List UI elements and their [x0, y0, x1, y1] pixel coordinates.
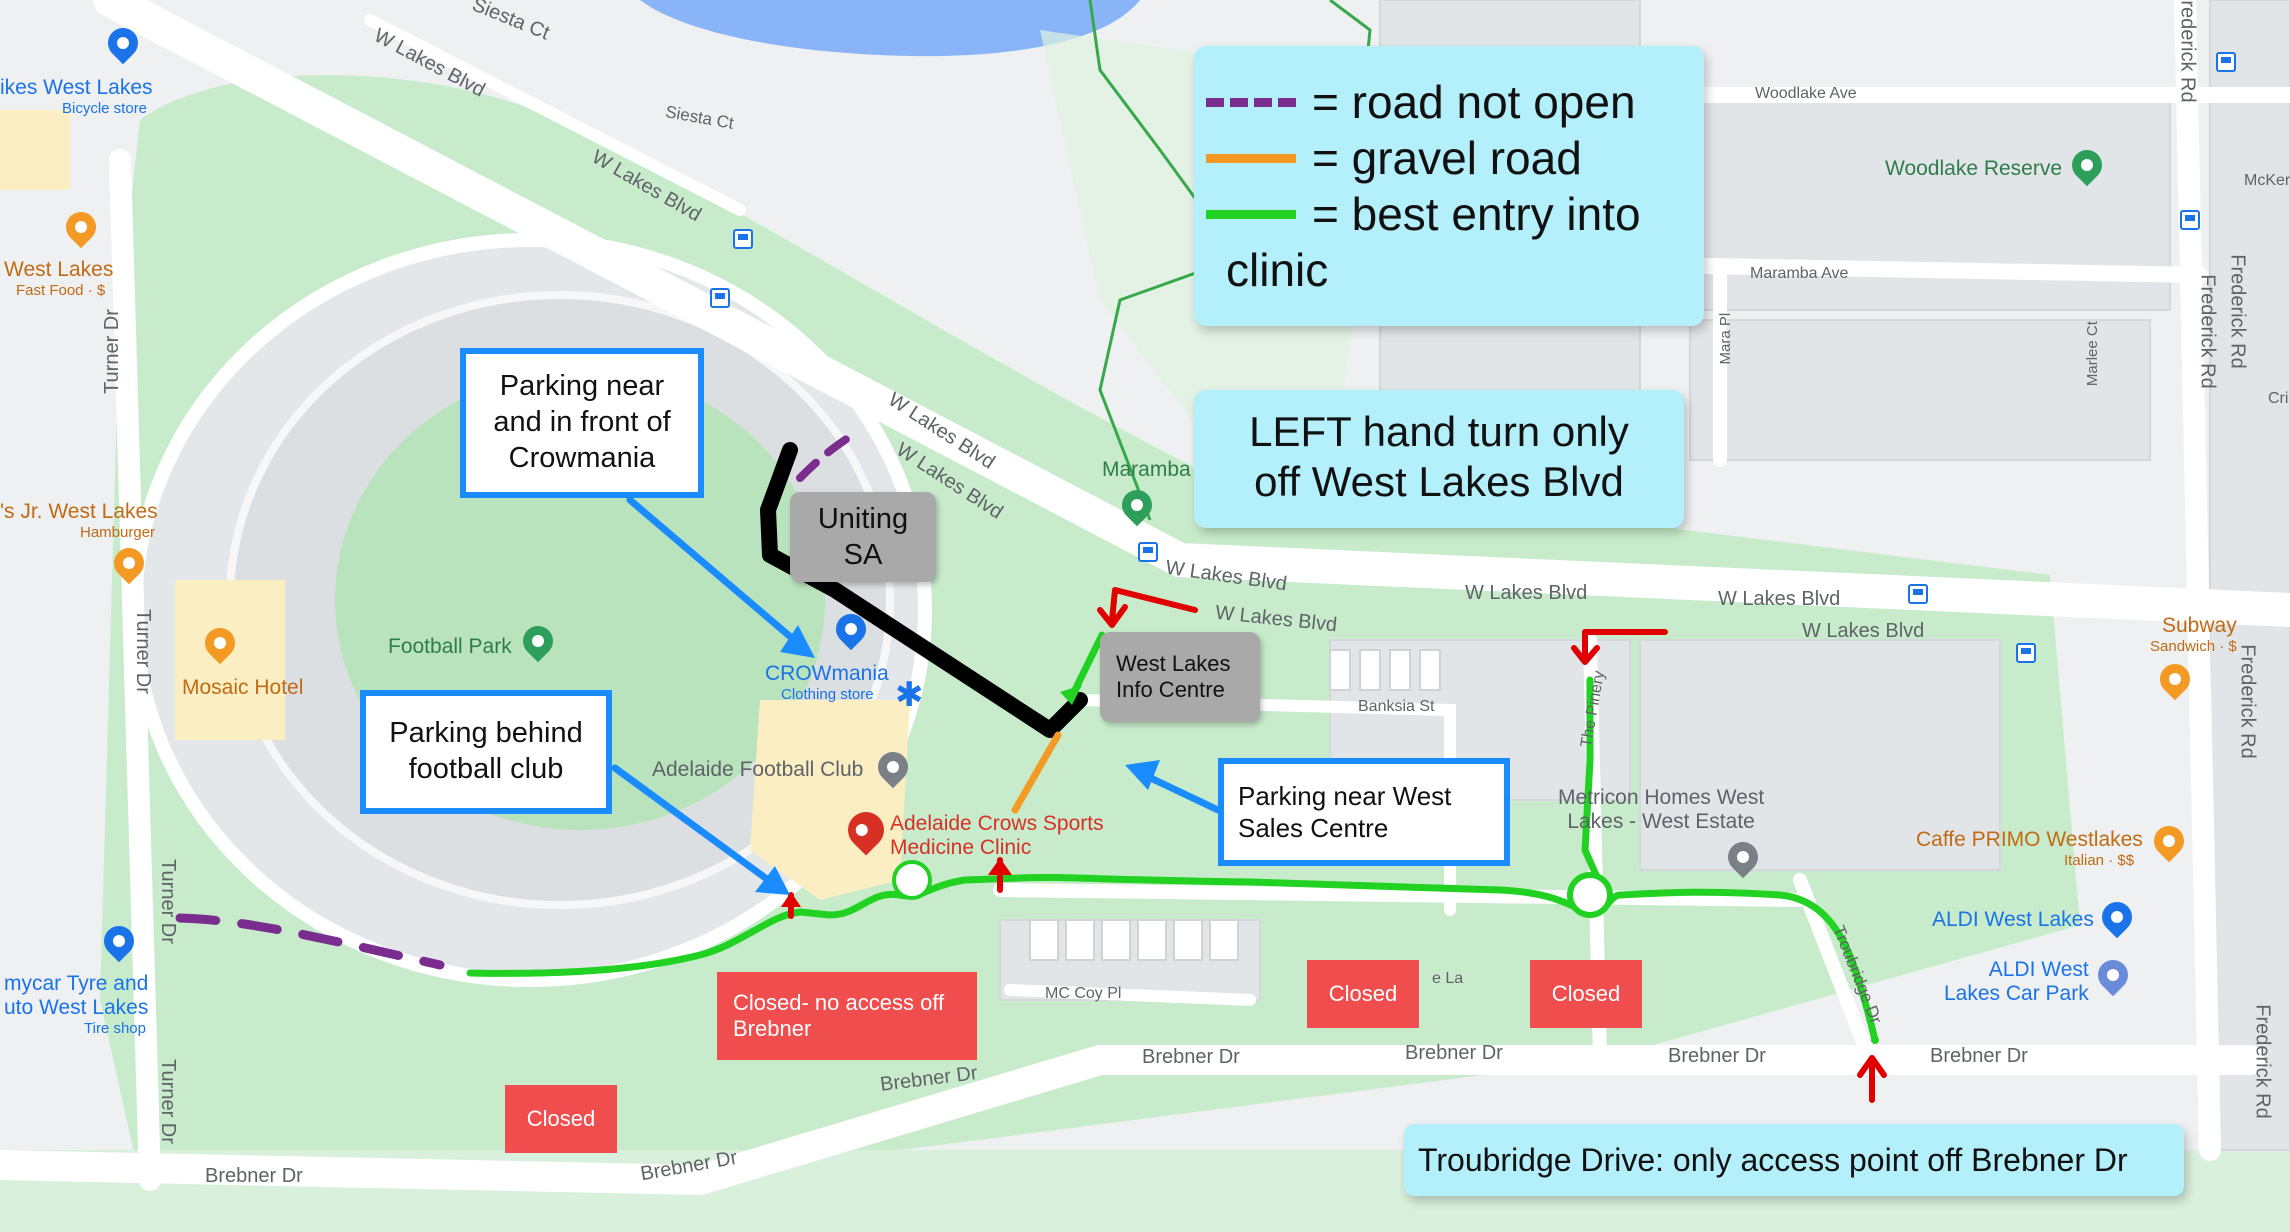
- road-label-mc-coy-pl: MC Coy Pl: [1045, 985, 1122, 1002]
- orange-line-icon: [1206, 153, 1296, 163]
- bus-stop-icon[interactable]: [2216, 52, 2236, 72]
- road-label-frederick-rd-1: rederick Rd: [2176, 0, 2199, 103]
- arrow-left-turn: [1109, 587, 1198, 623]
- bus-stop-icon[interactable]: [1908, 584, 1928, 604]
- bus-stop-icon[interactable]: [1138, 542, 1158, 562]
- bike-store-building: [0, 110, 70, 190]
- bus-stop-icon[interactable]: [2016, 643, 2036, 663]
- road-label-cri: Cri: [2268, 390, 2289, 407]
- road-label-brebner-dr-6: Brebner Dr: [1668, 1045, 1766, 1067]
- left-turn-notice: LEFT hand turn only off West Lakes Blvd: [1194, 390, 1684, 528]
- road-label-woodlake-ave: Woodlake Ave: [1755, 85, 1857, 102]
- road-label-maramba-ave: Maramba Ave: [1750, 265, 1849, 282]
- roundabout-1: [892, 860, 932, 900]
- roundabout-2: [1567, 872, 1613, 918]
- bus-stop-icon[interactable]: [710, 288, 730, 308]
- mosaic-building: [175, 580, 285, 740]
- road-label-w-lakes-blvd-7: W Lakes Blvd: [1465, 582, 1588, 604]
- road-label-frederick-rd-5: Frederick Rd: [2251, 1004, 2274, 1119]
- bus-stop-icon[interactable]: [733, 229, 753, 249]
- lake: [640, 0, 1140, 57]
- road-label-mara-pl: Mara Pl: [1717, 312, 1735, 365]
- arrow-behind-club: [611, 764, 779, 889]
- arrow-left-turn-head: [1097, 604, 1128, 628]
- road-label-frederick-rd-4: Frederick Rd: [2236, 644, 2259, 759]
- road-label-turner-dr-2: Turner Dr: [131, 609, 154, 694]
- legend-item-best-entry: = best entry into: [1200, 186, 1704, 242]
- road-label-turner-dr-4: Turner Dr: [156, 1059, 179, 1144]
- star-icon: ✱: [895, 676, 924, 714]
- place-adelaide-football-club[interactable]: Adelaide Football Club: [652, 758, 864, 781]
- road-label-brebner-dr-7: Brebner Dr: [1930, 1045, 2028, 1067]
- arrow-behind-club-head: [755, 866, 790, 895]
- arrow-pinery: [1582, 629, 1668, 663]
- entry-route-pinery: [1581, 676, 1609, 899]
- road-label-brebner-dr-4: Brebner Dr: [1142, 1046, 1240, 1068]
- road-label-marlee-ct: Marlee Ct: [2083, 321, 2101, 387]
- road-label-mcker: McKer: [2244, 172, 2290, 189]
- road-label-frederick-rd-3: Frederick Rd: [2226, 254, 2249, 369]
- road-label-brebner-dr-5: Brebner Dr: [1405, 1042, 1503, 1064]
- legend-item-road-not-open: = road not open: [1200, 74, 1704, 130]
- closed-label-3: Closed: [1530, 960, 1642, 1028]
- entry-route: [466, 873, 1879, 1044]
- road-label-w-lakes-blvd-8: W Lakes Blvd: [1718, 588, 1841, 610]
- arrow-up-1-head: [781, 892, 801, 907]
- bus-stop-icon[interactable]: [2180, 210, 2200, 230]
- place-football-park[interactable]: Football Park: [388, 635, 512, 658]
- legend-box: = road not open = gravel road = best ent…: [1194, 46, 1704, 326]
- road-label-w-lakes-blvd-9: W Lakes Blvd: [1802, 620, 1925, 642]
- road-label-banksia-st: Banksia St: [1358, 698, 1435, 715]
- arrow-up-3-head: [1857, 1055, 1887, 1078]
- gravel-road: [1011, 731, 1062, 814]
- roundabout-3: [1871, 1036, 1879, 1044]
- entry-route-info: [1071, 631, 1106, 694]
- road-label-turner-dr-3: Turner Dr: [156, 859, 179, 944]
- arrow-crowmania: [626, 496, 804, 649]
- place-mosaic-hotel[interactable]: Mosaic Hotel: [182, 676, 304, 699]
- troubridge-notice: Troubridge Drive: only access point off …: [1404, 1124, 2184, 1196]
- road-label-turner-dr-1: Turner Dr: [100, 309, 123, 394]
- road-not-open-1: [175, 913, 445, 970]
- arrow-pinery-head: [1571, 645, 1600, 665]
- place-aldi-west-lakes[interactable]: ALDI West Lakes: [1932, 908, 2094, 931]
- closed-label-2: Closed: [1307, 960, 1419, 1028]
- road-not-open-2: [796, 434, 852, 482]
- place-woodlake-reserve[interactable]: Woodlake Reserve: [1885, 157, 2063, 180]
- arrow-west-sales-head: [1125, 760, 1160, 790]
- place-maramba[interactable]: Maramba: [1102, 458, 1191, 481]
- closed-label-1: Closed: [505, 1085, 617, 1153]
- road-label-la: e La: [1432, 970, 1464, 987]
- road-label-brebner-dr-1: Brebner Dr: [205, 1165, 303, 1187]
- arrow-info-centre-head: [1060, 685, 1082, 705]
- green-line-icon: [1206, 209, 1296, 219]
- road-label-frederick-rd-2: Frederick Rd: [2196, 274, 2219, 389]
- arrow-up-2-head: [988, 858, 1012, 875]
- arrow-crowmania-head: [780, 625, 815, 658]
- legend-continuation: clinic: [1226, 244, 1329, 296]
- dashed-line-icon: [1206, 97, 1296, 107]
- legend-item-gravel-road: = gravel road: [1200, 130, 1704, 186]
